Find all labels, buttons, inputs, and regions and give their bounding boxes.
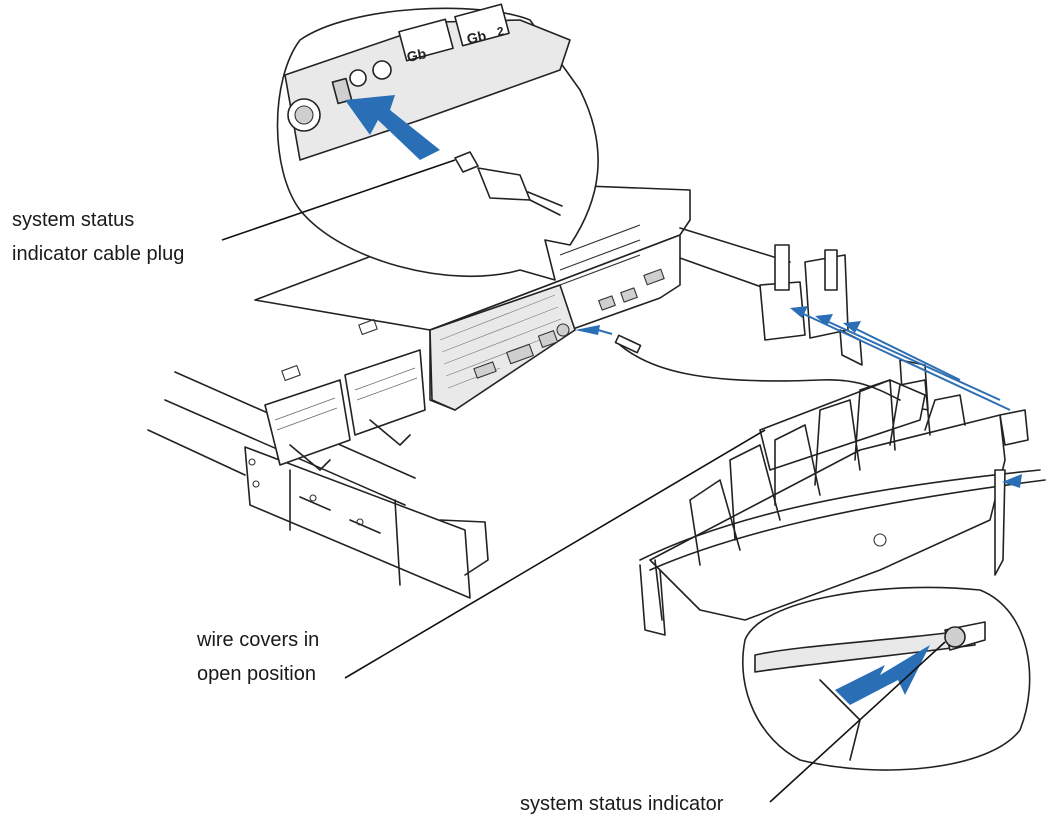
leader-status-indicator (769, 641, 946, 803)
indicator-cable (619, 344, 901, 401)
callout-status-cable-plug-line1: system status (12, 209, 134, 231)
left-rack-rail (147, 371, 489, 599)
callout-status-cable-plug-line2: indicator cable plug (12, 243, 184, 265)
cable-management-arm (639, 379, 1046, 636)
magnifier-cable-plug: Gb Gb 2 (276, 3, 599, 281)
blue-arrows-rail (790, 306, 1022, 488)
callout-wire-covers-line1: wire covers in (196, 629, 319, 651)
magnifier-status-indicator (741, 586, 1031, 771)
blue-arrow-insert (345, 95, 440, 160)
callout-wire-covers-line2: open position (197, 663, 316, 685)
gb-port-label-2: Gb (465, 27, 487, 47)
blue-arrow-indicator (835, 645, 930, 705)
right-rack-rail (679, 227, 1029, 446)
gb-port-label-1: Gb (405, 45, 427, 65)
leader-status-cable-plug (221, 159, 456, 241)
blue-arrow-plug (575, 325, 613, 335)
indicator-cable-plug-small (614, 334, 642, 354)
leader-wire-covers (344, 429, 766, 679)
gb-port-number-2: 2 (496, 24, 506, 39)
callout-status-indicator: system status indicator (520, 793, 724, 815)
